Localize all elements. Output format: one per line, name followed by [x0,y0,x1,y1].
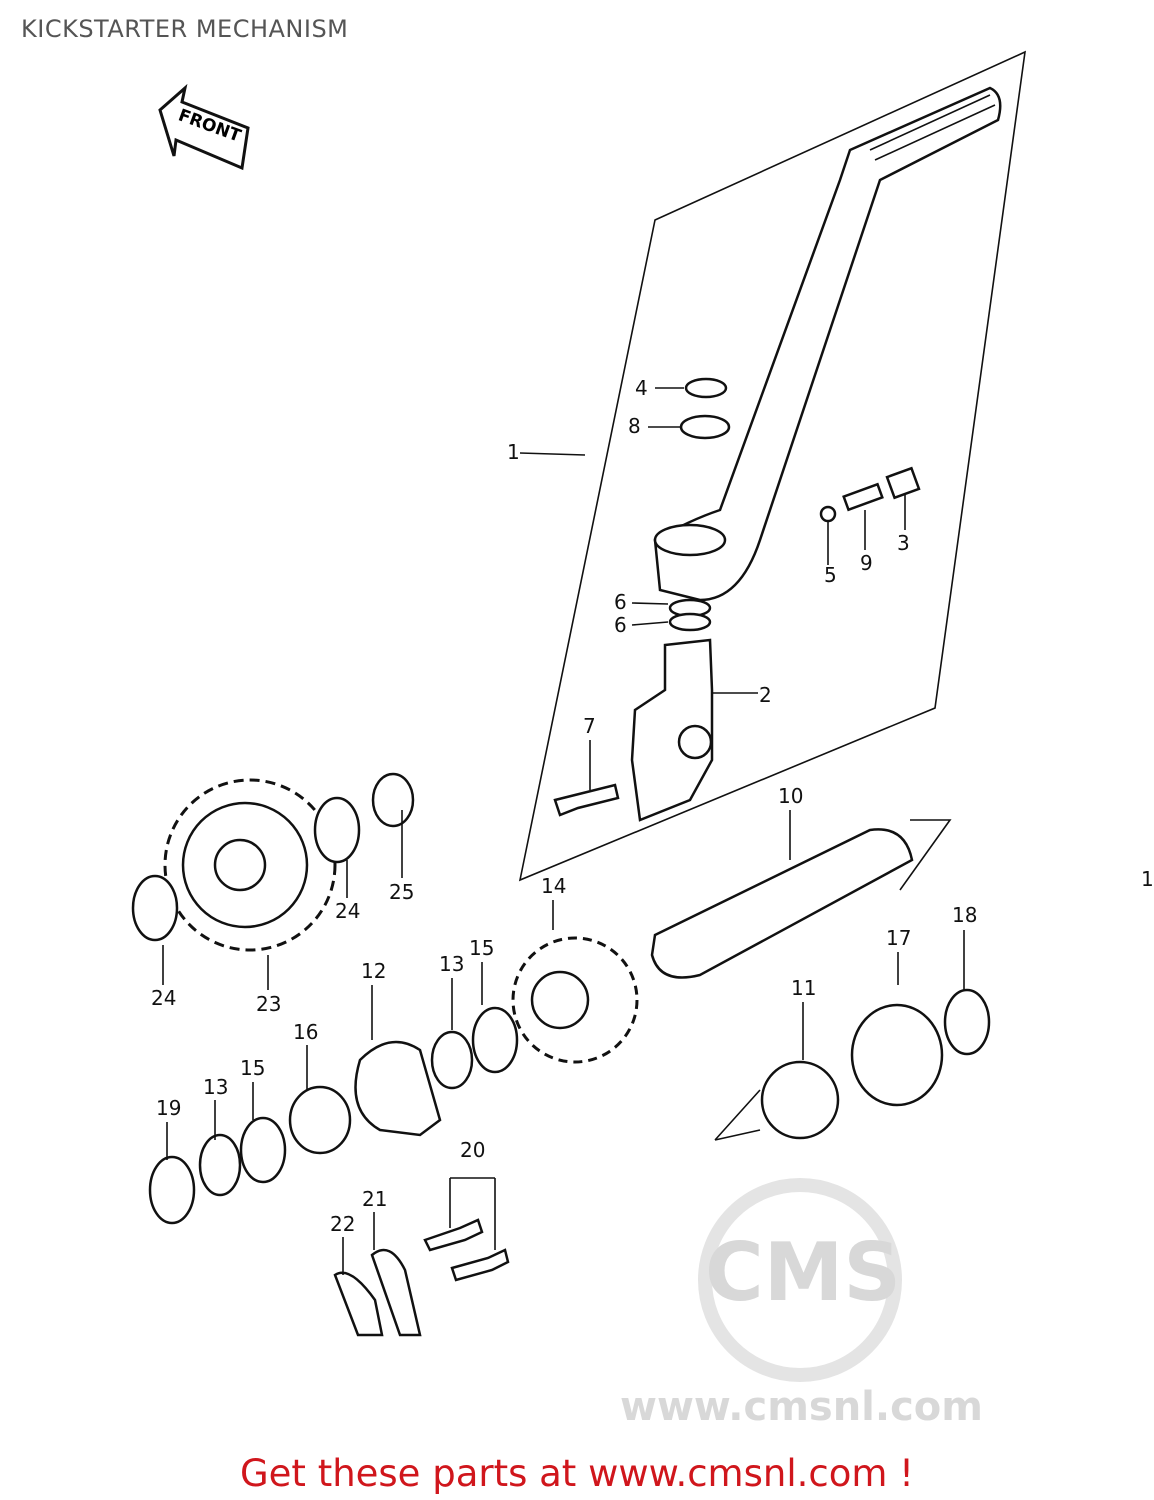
bolt-20 [450,1248,510,1282]
footer-promo-link[interactable]: Get these parts at www.cmsnl.com ! [239,1452,914,1495]
callout-16: 16 [293,1020,318,1044]
callout-10: 10 [778,784,803,808]
plug [885,466,921,500]
watermark-url: www.cmsnl.com [620,1384,983,1430]
callout-24: 24 [335,899,360,923]
callout-19: 19 [156,1096,181,1120]
callout-13: 13 [203,1075,228,1099]
guide-11 [760,1060,840,1140]
callout-11: 11 [791,976,816,1000]
callout-20: 20 [460,1138,485,1162]
callout-5: 5 [824,563,837,587]
callout-7: 7 [583,714,596,738]
callout-17: 17 [886,926,911,950]
seal [668,612,712,632]
spring-16 [288,1085,352,1155]
circlip [684,377,728,399]
callout-15: 15 [240,1056,265,1080]
washer-24 [313,796,361,864]
bolt [553,783,620,817]
gear-23 [163,778,337,952]
washer-18 [943,988,991,1056]
callout-22: 22 [330,1212,355,1236]
ratchet-12 [354,1040,442,1137]
callout-6: 6 [614,613,627,637]
callout-24: 24 [151,986,176,1010]
edge-mark: 10 [1141,867,1154,891]
callout-15: 15 [469,936,494,960]
washer-19 [148,1155,196,1225]
kick-lever [653,86,1002,602]
kick-shaft [630,638,714,822]
leader-lines [162,387,965,1275]
callout-8: 8 [628,414,641,438]
callout-18: 18 [952,903,977,927]
callout-4: 4 [635,376,648,400]
spring-17 [850,1003,944,1107]
callout-1: 1 [507,440,520,464]
callout-2: 2 [759,683,772,707]
plate-22 [333,1271,384,1337]
washer [679,414,731,440]
page-title: KICKSTARTER MECHANISM [21,15,349,43]
circlip-13 [430,1030,474,1090]
spring [842,482,884,512]
washer-15 [471,1006,519,1074]
washer-24 [131,874,179,942]
cms-watermark: CMS www.cmsnl.com [620,1178,983,1430]
callout-14: 14 [541,874,566,898]
callout-23: 23 [256,992,281,1016]
circlip-25 [371,772,415,828]
bolt-20 [423,1218,484,1252]
callout-25: 25 [389,880,414,904]
callout-21: 21 [362,1187,387,1211]
assembly-frame [518,50,1026,882]
ball [819,505,837,523]
washer-15 [239,1116,287,1184]
watermark-logo: CMS [705,1226,901,1319]
front-arrow-icon: FRONT [158,83,250,171]
kick-shaft-10 [650,828,914,979]
callout-13: 13 [439,952,464,976]
callout-3: 3 [897,531,910,555]
circlip-13 [198,1133,242,1197]
callout-12: 12 [361,959,386,983]
callout-9: 9 [860,551,873,575]
plate-21 [370,1248,422,1337]
callout-6: 6 [614,590,627,614]
